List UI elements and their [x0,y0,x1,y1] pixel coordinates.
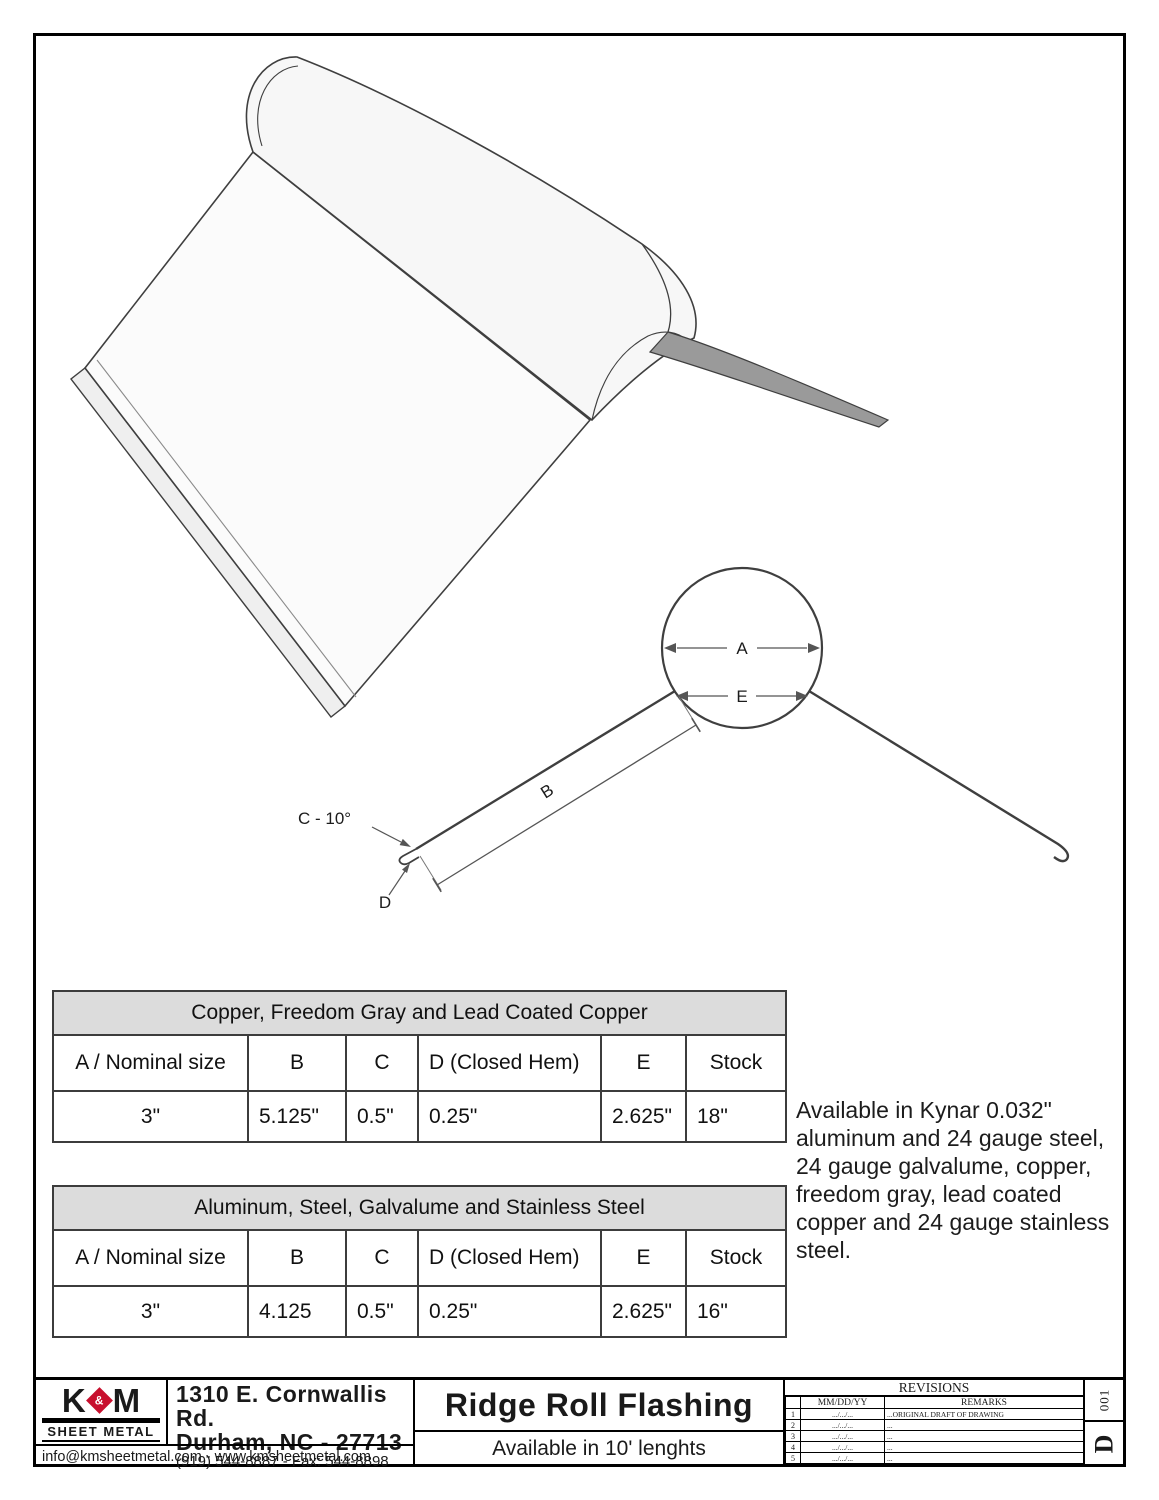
rev-remarks: ... [884,1430,1084,1442]
revisions-block: REVISIONS MM/DD/YY REMARKS 1 .../.../...… [785,1380,1085,1467]
cell-b: 4.125 [247,1285,347,1338]
revision-row: 3 .../.../... ... [785,1430,1084,1442]
rev-remarks: ...ORIGINAL DRAFT OF DRAWING [884,1408,1084,1420]
cell-e: 2.625" [600,1090,687,1143]
col-header: C [345,1034,419,1092]
col-header: B [247,1034,347,1092]
address-line1: 1310 E. Cornwallis Rd. [176,1381,387,1431]
logo-bar-thin [42,1439,160,1442]
logo-km-letters: K & M [42,1384,160,1417]
copper-spec-table: Copper, Freedom Gray and Lead Coated Cop… [51,990,788,1143]
rev-num: 3 [785,1430,801,1442]
col-header: C [345,1229,419,1287]
dimension-a: A [664,639,820,658]
col-header: A / Nominal size [52,1229,249,1287]
table-row: 3" 5.125" 0.5" 0.25" 2.625" 18" [52,1090,788,1143]
col-header: B [247,1229,347,1287]
rev-date: .../.../... [800,1430,885,1442]
phone-fax: (919) 544-8887 - Fax: 544-8898 [176,1453,389,1470]
sheet-number: 001 [1096,1388,1111,1412]
rev-num: 1 [785,1408,801,1420]
rev-num: 5 [785,1452,801,1464]
rev-remarks-header: REMARKS [884,1396,1084,1409]
profile-view [398,566,1070,866]
col-header: D (Closed Hem) [417,1229,602,1287]
cell-stock: 18" [684,1090,788,1143]
drawing-subtitle: Available in 10' lenghts [492,1436,706,1460]
col-header: Stock [684,1229,788,1287]
revisions-heading: REVISIONS [785,1380,1083,1396]
cell-d: 0.25" [417,1090,602,1143]
sheet-border [33,33,1126,1467]
cell-e: 2.625" [600,1285,687,1338]
material-availability-note: Available in Kynar 0.032" aluminum and 2… [796,1097,1110,1263]
revision-row: 5 .../.../... ... [785,1452,1084,1464]
col-header: A / Nominal size [52,1034,249,1092]
cell-d: 0.25" [417,1285,602,1338]
company-address: 1310 E. Cornwallis Rd. Durham, NC - 2771… [168,1380,415,1470]
dim-label-e: E [736,687,747,706]
revision-row: 1 .../.../... ...ORIGINAL DRAFT OF DRAWI… [785,1408,1084,1420]
logo-ampersand-diamond: & [85,1386,113,1414]
title-block: K & M SHEET METAL 1310 E. Cornwallis Rd.… [36,1377,1123,1470]
dimension-e: E [676,687,808,706]
cell-c: 0.5" [345,1285,419,1338]
logo-bar [42,1417,160,1423]
revision-row: 2 .../.../... ... [785,1419,1084,1431]
table-title: Aluminum, Steel, Galvalume and Stainless… [51,1185,788,1231]
aluminum-spec-table: Aluminum, Steel, Galvalume and Stainless… [51,1185,788,1338]
rev-num-header [785,1396,801,1409]
rev-remarks: ... [884,1441,1084,1453]
company-logo: K & M SHEET METAL [36,1380,168,1444]
cell-nominal-size: 3" [52,1285,249,1338]
table-title: Copper, Freedom Gray and Lead Coated Cop… [51,990,788,1036]
rev-date: .../.../... [800,1419,885,1431]
revisions-table: MM/DD/YY REMARKS 1 .../.../... ...ORIGIN… [785,1396,1084,1464]
dim-label-c: C - 10° [298,809,351,828]
cell-stock: 16" [684,1285,788,1338]
sheet-size-letter: D [1089,1434,1118,1453]
dim-label-a: A [736,639,748,658]
sheet-number-cell: 001 [1085,1380,1123,1422]
logo-m: M [112,1381,141,1419]
col-header: E [600,1229,687,1287]
drawing-title: Ridge Roll Flashing [415,1380,783,1432]
rev-date-header: MM/DD/YY [800,1396,885,1409]
col-header: E [600,1034,687,1092]
rev-num: 4 [785,1441,801,1453]
dimension-b: B [419,696,701,893]
rev-date: .../.../... [800,1408,885,1420]
rev-num: 2 [785,1419,801,1431]
sheet-id-cell: 001 D [1085,1380,1123,1467]
drawing-title-cell: Ridge Roll Flashing Available in 10' len… [415,1380,785,1467]
col-header: Stock [684,1034,788,1092]
rev-remarks: ... [884,1419,1084,1431]
cell-c: 0.5" [345,1090,419,1143]
address-line2: Durham, NC - 27713 [176,1429,403,1455]
sheet-size-cell: D [1085,1422,1123,1465]
rev-date: .../.../... [800,1452,885,1464]
contact-line: info@kmsheetmetal.com - www.kmsheetmetal… [36,1444,415,1467]
revision-row: 4 .../.../... ... [785,1441,1084,1453]
rev-date: .../.../... [800,1441,885,1453]
rev-remarks: ... [884,1452,1084,1464]
roll-profile-circle [660,566,824,730]
col-header: D (Closed Hem) [417,1034,602,1092]
isometric-view [70,56,890,718]
logo-k: K [61,1381,86,1419]
dimension-c: C - 10° [298,809,411,847]
table-row: 3" 4.125 0.5" 0.25" 2.625" 16" [52,1285,788,1338]
logo-subtitle: SHEET METAL [47,1423,155,1439]
ridge-roll-technical-drawing: A E B C - 10° D [70,56,1070,912]
dim-label-b: B [537,780,557,802]
logo-ampersand: & [94,1392,104,1407]
dim-label-d: D [379,893,391,912]
cell-nominal-size: 3" [52,1090,249,1143]
dimension-d: D [379,863,410,912]
cell-b: 5.125" [247,1090,347,1143]
